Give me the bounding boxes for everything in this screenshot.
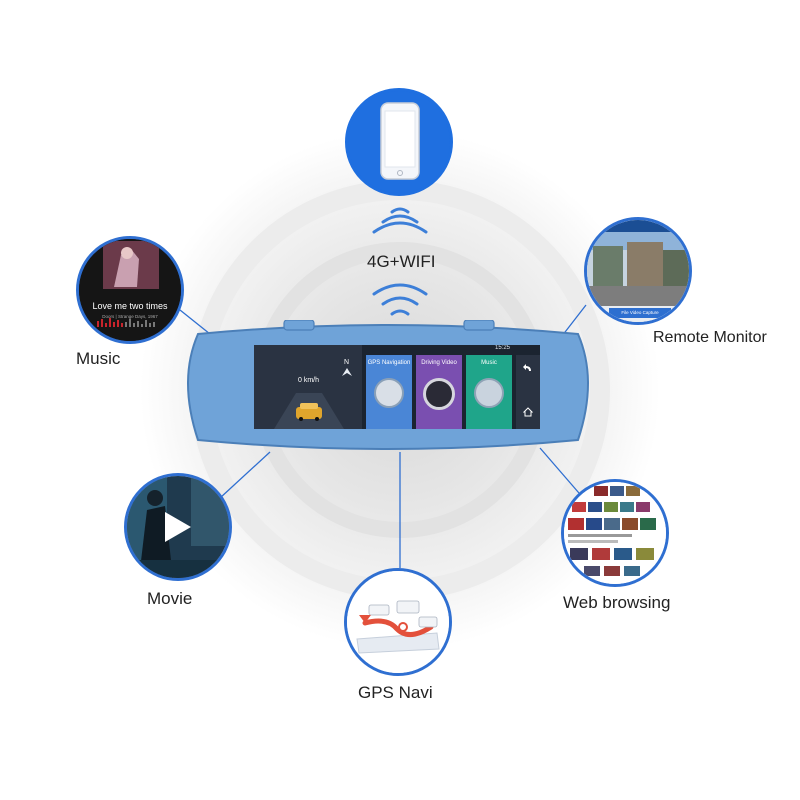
app-gps-navigation[interactable]: GPS Navigation bbox=[366, 355, 412, 429]
device-nav-bar bbox=[516, 355, 540, 429]
car-icon bbox=[274, 393, 344, 429]
camera-app-icon bbox=[423, 378, 455, 410]
play-icon[interactable] bbox=[163, 510, 193, 544]
music-app-icon bbox=[474, 378, 504, 408]
clock: 15:25 bbox=[494, 345, 510, 351]
gps-navi-label: GPS Navi bbox=[358, 683, 433, 702]
phone-icon bbox=[380, 102, 420, 180]
connectivity-label: 4G+WIFI bbox=[367, 252, 436, 271]
compass-app-icon bbox=[374, 378, 404, 408]
music-bubble[interactable]: Love me two times Doors | Strange Days, … bbox=[76, 236, 184, 344]
wifi-signal-lower-icon bbox=[372, 283, 428, 316]
device-screen: N 0 km/h 15:25 GPS Navigation Driving Vi… bbox=[254, 345, 540, 429]
app-music[interactable]: Music bbox=[466, 355, 512, 429]
music-label: Music bbox=[76, 349, 121, 368]
song-title: Love me two times bbox=[92, 301, 168, 311]
web-browsing-label: Web browsing bbox=[563, 593, 671, 612]
back-icon[interactable] bbox=[523, 363, 533, 373]
gps-map-icon bbox=[347, 571, 449, 673]
web-page-thumbnail bbox=[564, 482, 666, 584]
capture-label: File Video Capture bbox=[621, 310, 659, 315]
compass-label: N bbox=[344, 359, 350, 366]
remote-monitor-bubble[interactable]: File Video Capture bbox=[584, 217, 692, 325]
remote-monitor-label: Remote Monitor bbox=[653, 329, 767, 346]
app-label: Music bbox=[481, 360, 497, 366]
compass-arrow-icon bbox=[342, 368, 352, 376]
app-label: Driving Video bbox=[421, 360, 457, 366]
speed-readout: 0 km/h bbox=[298, 377, 320, 384]
movie-bubble[interactable] bbox=[124, 473, 232, 581]
dashboard-panel: N 0 km/h bbox=[254, 345, 362, 429]
song-artist: Doors | Strange Days, 1967 bbox=[102, 314, 158, 319]
phone-bubble bbox=[345, 88, 453, 196]
gps-navi-bubble[interactable] bbox=[344, 568, 452, 676]
home-icon[interactable] bbox=[523, 407, 533, 417]
app-label: GPS Navigation bbox=[367, 360, 411, 366]
web-browsing-bubble[interactable] bbox=[561, 479, 669, 587]
music-artwork bbox=[79, 239, 181, 341]
status-bar: 15:25 bbox=[362, 345, 540, 355]
movie-label: Movie bbox=[147, 589, 193, 608]
remote-monitor-screen bbox=[587, 220, 689, 322]
app-driving-video[interactable]: Driving Video bbox=[416, 355, 462, 429]
wifi-signal-icon bbox=[372, 207, 428, 234]
